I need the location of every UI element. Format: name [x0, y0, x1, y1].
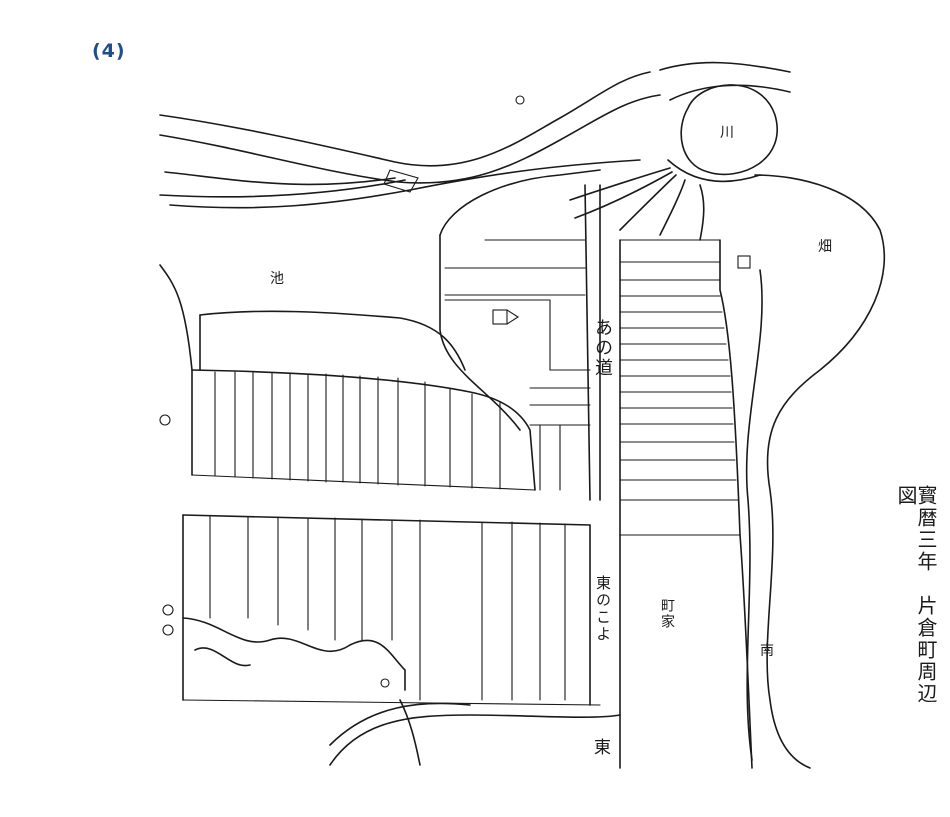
- west-pond-label: 池: [270, 271, 284, 287]
- figure-label: (4): [92, 40, 126, 62]
- field-east-label: 畑: [818, 239, 832, 255]
- road-label-lower: 東のこよ: [594, 575, 612, 643]
- south-river: [329, 699, 621, 766]
- east-lower-strip: [619, 534, 753, 769]
- west-upper-block: [159, 264, 536, 491]
- river-band: [159, 61, 791, 209]
- margin-marks: [159, 95, 525, 688]
- fan-roads: [569, 167, 705, 241]
- river-top-label: 川: [720, 125, 734, 141]
- town-side-label: 町家: [659, 598, 675, 630]
- east-region: [737, 174, 886, 769]
- map-title: 寳暦三年 片倉町周辺図: [894, 485, 938, 705]
- south-edge-label: 南: [760, 643, 774, 659]
- road-label-main: あの道: [592, 318, 613, 378]
- east-plots: [619, 239, 741, 536]
- hill-circle: [667, 84, 778, 183]
- west-lower-block: [182, 514, 601, 706]
- north-block: [439, 169, 601, 501]
- east-label: 東: [594, 738, 611, 758]
